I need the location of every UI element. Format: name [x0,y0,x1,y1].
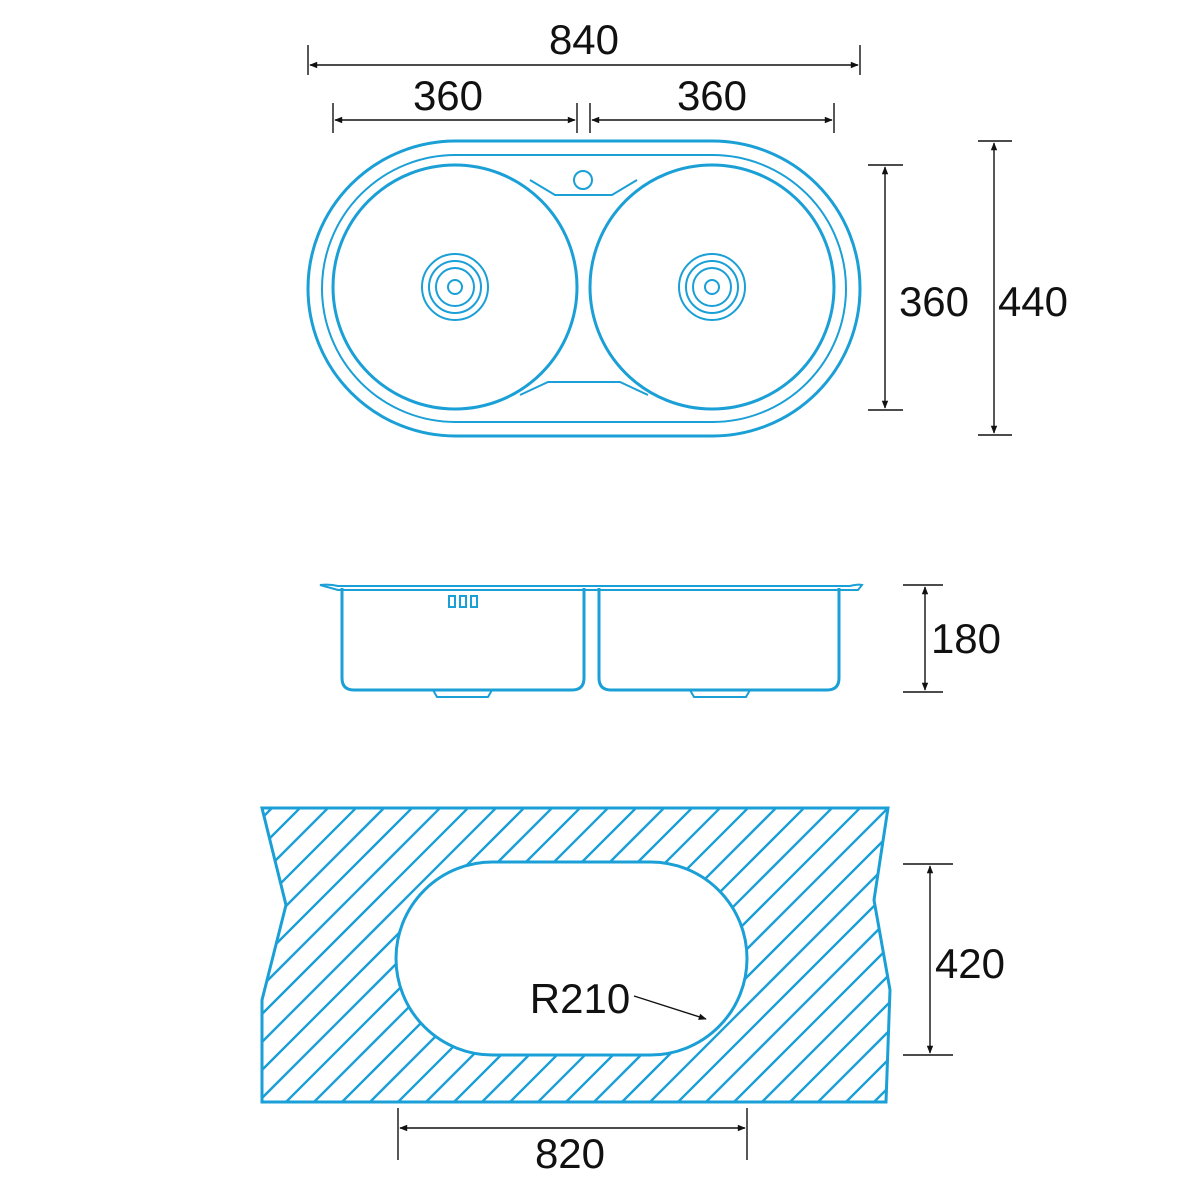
hatch-line [262,808,533,1102]
dim-overall-depth: 440 [978,140,1068,436]
hatch-line [262,808,449,1102]
side-right-bowl [597,588,841,692]
tap-hole [573,170,593,190]
side-view: 180 [319,583,1001,698]
hatch-line [262,808,365,1102]
inner-rim [321,154,847,423]
dim-cutout-depth: 420 [903,863,1005,1056]
dim-bowl-depth: 360 [868,164,969,411]
hatch-line [753,808,890,1102]
overflow-slots [448,595,478,608]
side-left-drain [432,689,493,698]
dim-cutout-width: 820 [397,1108,748,1177]
hatch-line [0,800,224,1110]
left-drain [421,253,489,321]
dim-left-bowl: 360 [332,72,578,133]
right-bowl [588,163,836,411]
label-360-left: 360 [413,72,483,119]
cutout-opening [394,860,749,1057]
hatch-line [262,808,477,1102]
cutout-view: R210 420 820 [0,800,1181,1177]
dim-height: 180 [903,584,1001,693]
hatch-line [809,808,890,1102]
label-820: 820 [535,1130,605,1177]
hatch-line [613,808,890,1102]
label-180: 180 [931,615,1001,662]
bridge-bottom [519,381,649,396]
hatch-line [262,808,281,1102]
hatch-line [0,800,28,1110]
radius-callout: R210 [530,975,707,1022]
hatch-line [0,800,168,1110]
hatch-line [725,808,890,1102]
countertop-slab [260,806,892,1104]
label-440: 440 [998,278,1068,325]
left-bowl [331,163,579,411]
hatch-line [978,800,1181,1110]
hatch-line [0,800,56,1110]
side-left-bowl [340,588,586,692]
dim-overall-width: 840 [307,16,861,75]
side-rim [319,583,864,591]
hatch-line [262,808,505,1102]
hatch-line [262,808,337,1102]
label-420: 420 [935,940,1005,987]
dim-right-bowl: 360 [589,72,835,133]
right-drain [678,253,746,321]
hatch-line [0,800,252,1110]
side-right-drain [689,689,751,698]
hatch-line [0,800,84,1110]
hatch-line [262,808,393,1102]
hatch-line [697,808,890,1102]
top-view: 840 360 360 360 440 [306,16,1068,438]
outer-rim [306,139,862,438]
hatch-line [0,800,140,1110]
label-360-right: 360 [677,72,747,119]
label-360-vertical: 360 [899,278,969,325]
label-r210: R210 [530,975,630,1022]
hatch-line [781,808,890,1102]
hatch-line [865,808,890,1102]
label-840: 840 [549,16,619,63]
hatch-line [0,800,112,1110]
hatch-line [669,808,890,1102]
bridge-top [529,179,638,196]
hatch-line [262,808,421,1102]
hatch-line [641,808,890,1102]
hatch-line [0,800,196,1110]
